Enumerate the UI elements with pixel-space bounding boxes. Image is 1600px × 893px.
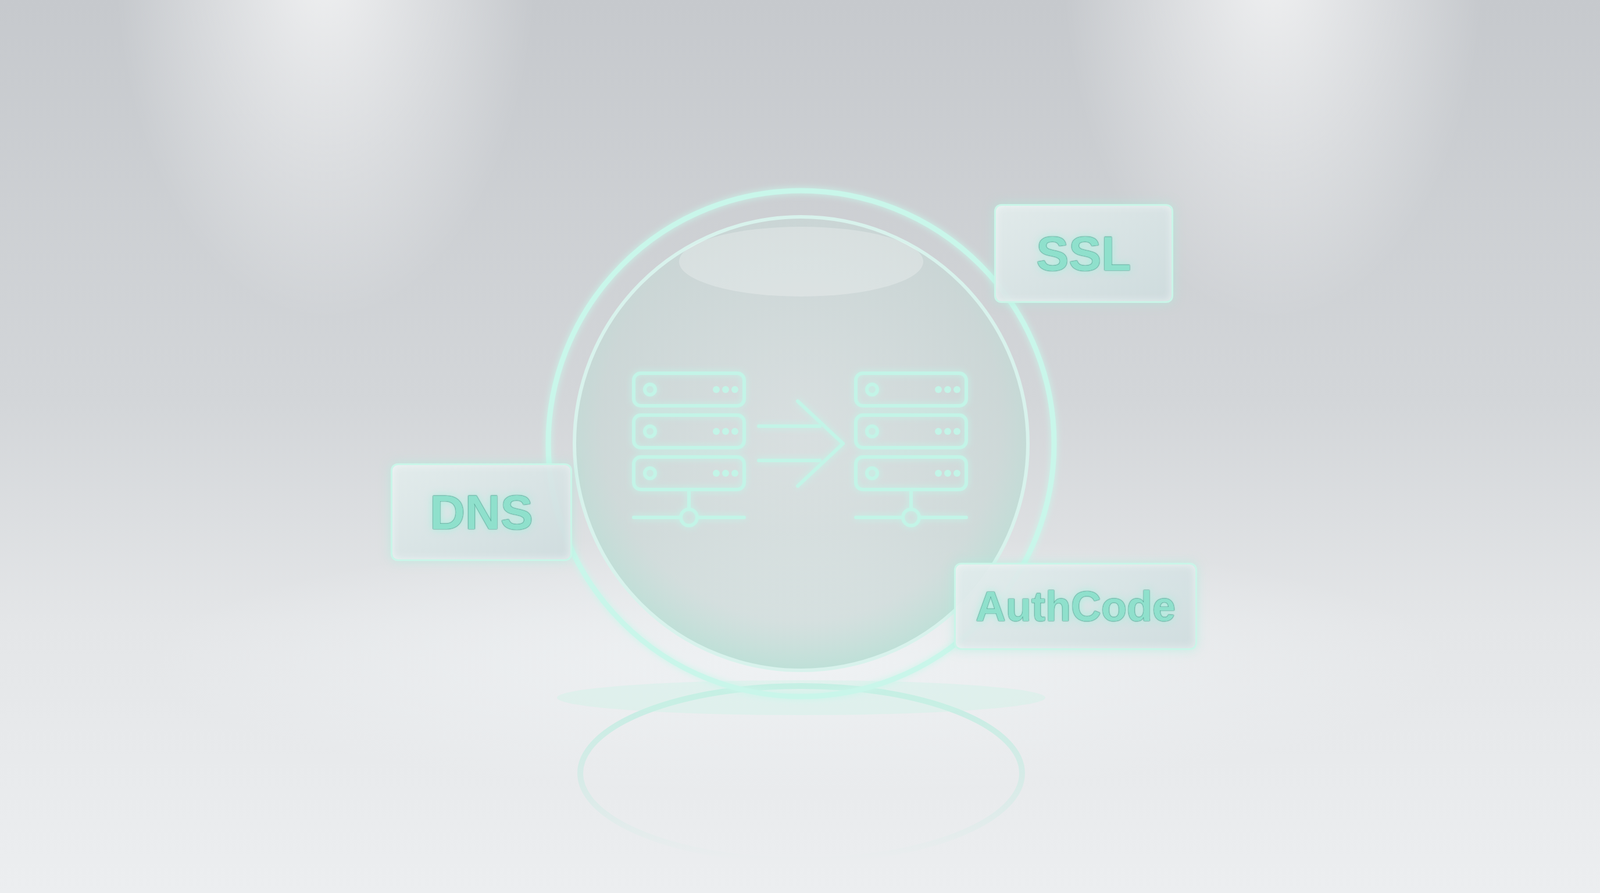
glass-label-box: SSL bbox=[994, 204, 1174, 303]
sphere-highlight bbox=[679, 226, 924, 297]
label-text: AuthCode bbox=[975, 582, 1176, 631]
server-dots bbox=[712, 386, 961, 477]
glass-label-box: AuthCode bbox=[954, 562, 1198, 650]
label-text: DNS bbox=[429, 484, 533, 541]
glass-label-box: DNS bbox=[390, 463, 573, 562]
label-text: SSL bbox=[1036, 225, 1131, 282]
server-icons bbox=[633, 373, 967, 526]
